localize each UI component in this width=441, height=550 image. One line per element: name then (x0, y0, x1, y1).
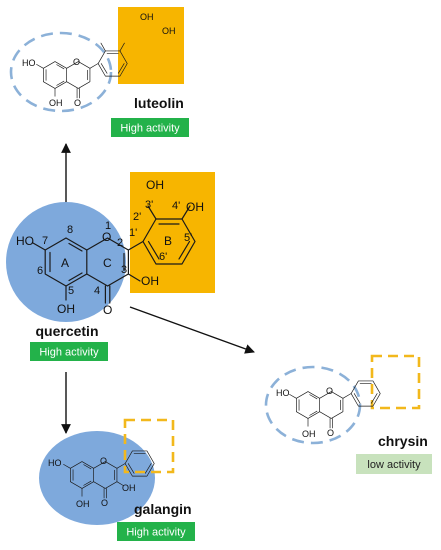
quercetin-ring-o-label: O (102, 230, 111, 244)
luteolin-b-ring-highlight (118, 7, 184, 84)
quercetin-pos-2: 2 (117, 237, 123, 249)
luteolin-activity-badge (111, 118, 189, 137)
quercetin-pos-1p: 1' (129, 227, 137, 239)
galangin-b-ring-dashed-outline (123, 418, 175, 474)
luteolin-ring-o-label: O (73, 57, 80, 67)
quercetin-3-oh-label: OH (141, 274, 159, 288)
luteolin-name: luteolin (134, 95, 184, 111)
quercetin-7-oh-label: HO (16, 234, 34, 248)
chrysin-activity-badge (356, 454, 432, 474)
galangin-7-oh-label: HO (48, 458, 62, 468)
quercetin-a-c-ring-highlight (6, 202, 126, 322)
arrow-to-chrysin (129, 306, 255, 354)
chrysin-structure: O O HO OH chrysin low activity (264, 354, 432, 474)
quercetin-pos-2p: 2' (133, 211, 141, 223)
quercetin-5-oh-label: OH (57, 302, 75, 316)
chrysin-activity-label: low activity (367, 459, 421, 471)
chrysin-b-ring-dashed-outline (370, 354, 421, 410)
quercetin-pos-5: 5 (68, 285, 74, 297)
quercetin-pos-4p: 4' (172, 200, 180, 212)
quercetin-ring-c-label: C (103, 256, 112, 270)
luteolin-3p-oh-label: OH (140, 12, 154, 22)
quercetin-pos-7: 7 (42, 235, 48, 247)
quercetin-pos-1: 1 (105, 220, 111, 232)
quercetin-b-ring-highlight (130, 172, 215, 293)
luteolin-activity-label: High activity (120, 123, 180, 135)
quercetin-pos-6: 6 (37, 265, 43, 277)
quercetin-pos-6p: 6' (159, 251, 167, 263)
quercetin-4p-oh-label: OH (186, 200, 204, 214)
galangin-structure: O O HO OH OH galangin High activity (39, 418, 195, 541)
quercetin-activity-badge (30, 342, 108, 361)
chrysin-ring-o-label: O (326, 386, 333, 396)
galangin-name: galangin (134, 501, 192, 517)
galangin-activity-badge (117, 522, 195, 541)
chrysin-5-oh-label: OH (302, 429, 316, 439)
quercetin-name: quercetin (35, 323, 98, 339)
galangin-3-oh-label: OH (122, 483, 136, 493)
quercetin-pos-3p: 3' (145, 199, 153, 211)
chrysin-name: chrysin (378, 433, 428, 449)
quercetin-3p-oh-label: OH (146, 178, 164, 192)
quercetin-structure: O O HO OH OH OH OH A C B 1 2 3 4 5 6 7 8… (6, 172, 215, 361)
galangin-ring-o-label: O (100, 456, 107, 466)
galangin-activity-label: High activity (126, 527, 186, 539)
quercetin-carbonyl-o-label: O (103, 303, 112, 317)
quercetin-activity-label: High activity (39, 347, 99, 359)
luteolin-carbonyl-o-label: O (74, 98, 81, 108)
quercetin-pos-8: 8 (67, 224, 73, 236)
quercetin-pos-3: 3 (121, 264, 127, 276)
luteolin-a-c-ring-dashed-outline (9, 31, 113, 113)
quercetin-pos-5p: 5' (184, 232, 192, 244)
galangin-carbonyl-o-label: O (101, 498, 108, 508)
luteolin-5-oh-label: OH (49, 98, 63, 108)
luteolin-structure: O O HO OH OH OH luteolin High activity (9, 7, 189, 137)
chrysin-7-oh-label: HO (276, 388, 290, 398)
luteolin-4p-oh-label: OH (162, 26, 176, 36)
chrysin-carbonyl-o-label: O (327, 428, 334, 438)
luteolin-7-oh-label: HO (22, 58, 36, 68)
quercetin-ring-a-label: A (61, 256, 69, 270)
quercetin-ring-b-label: B (164, 234, 172, 248)
chrysin-a-c-ring-dashed-outline (264, 365, 362, 445)
galangin-5-oh-label: OH (76, 499, 90, 509)
quercetin-pos-4: 4 (94, 285, 100, 297)
